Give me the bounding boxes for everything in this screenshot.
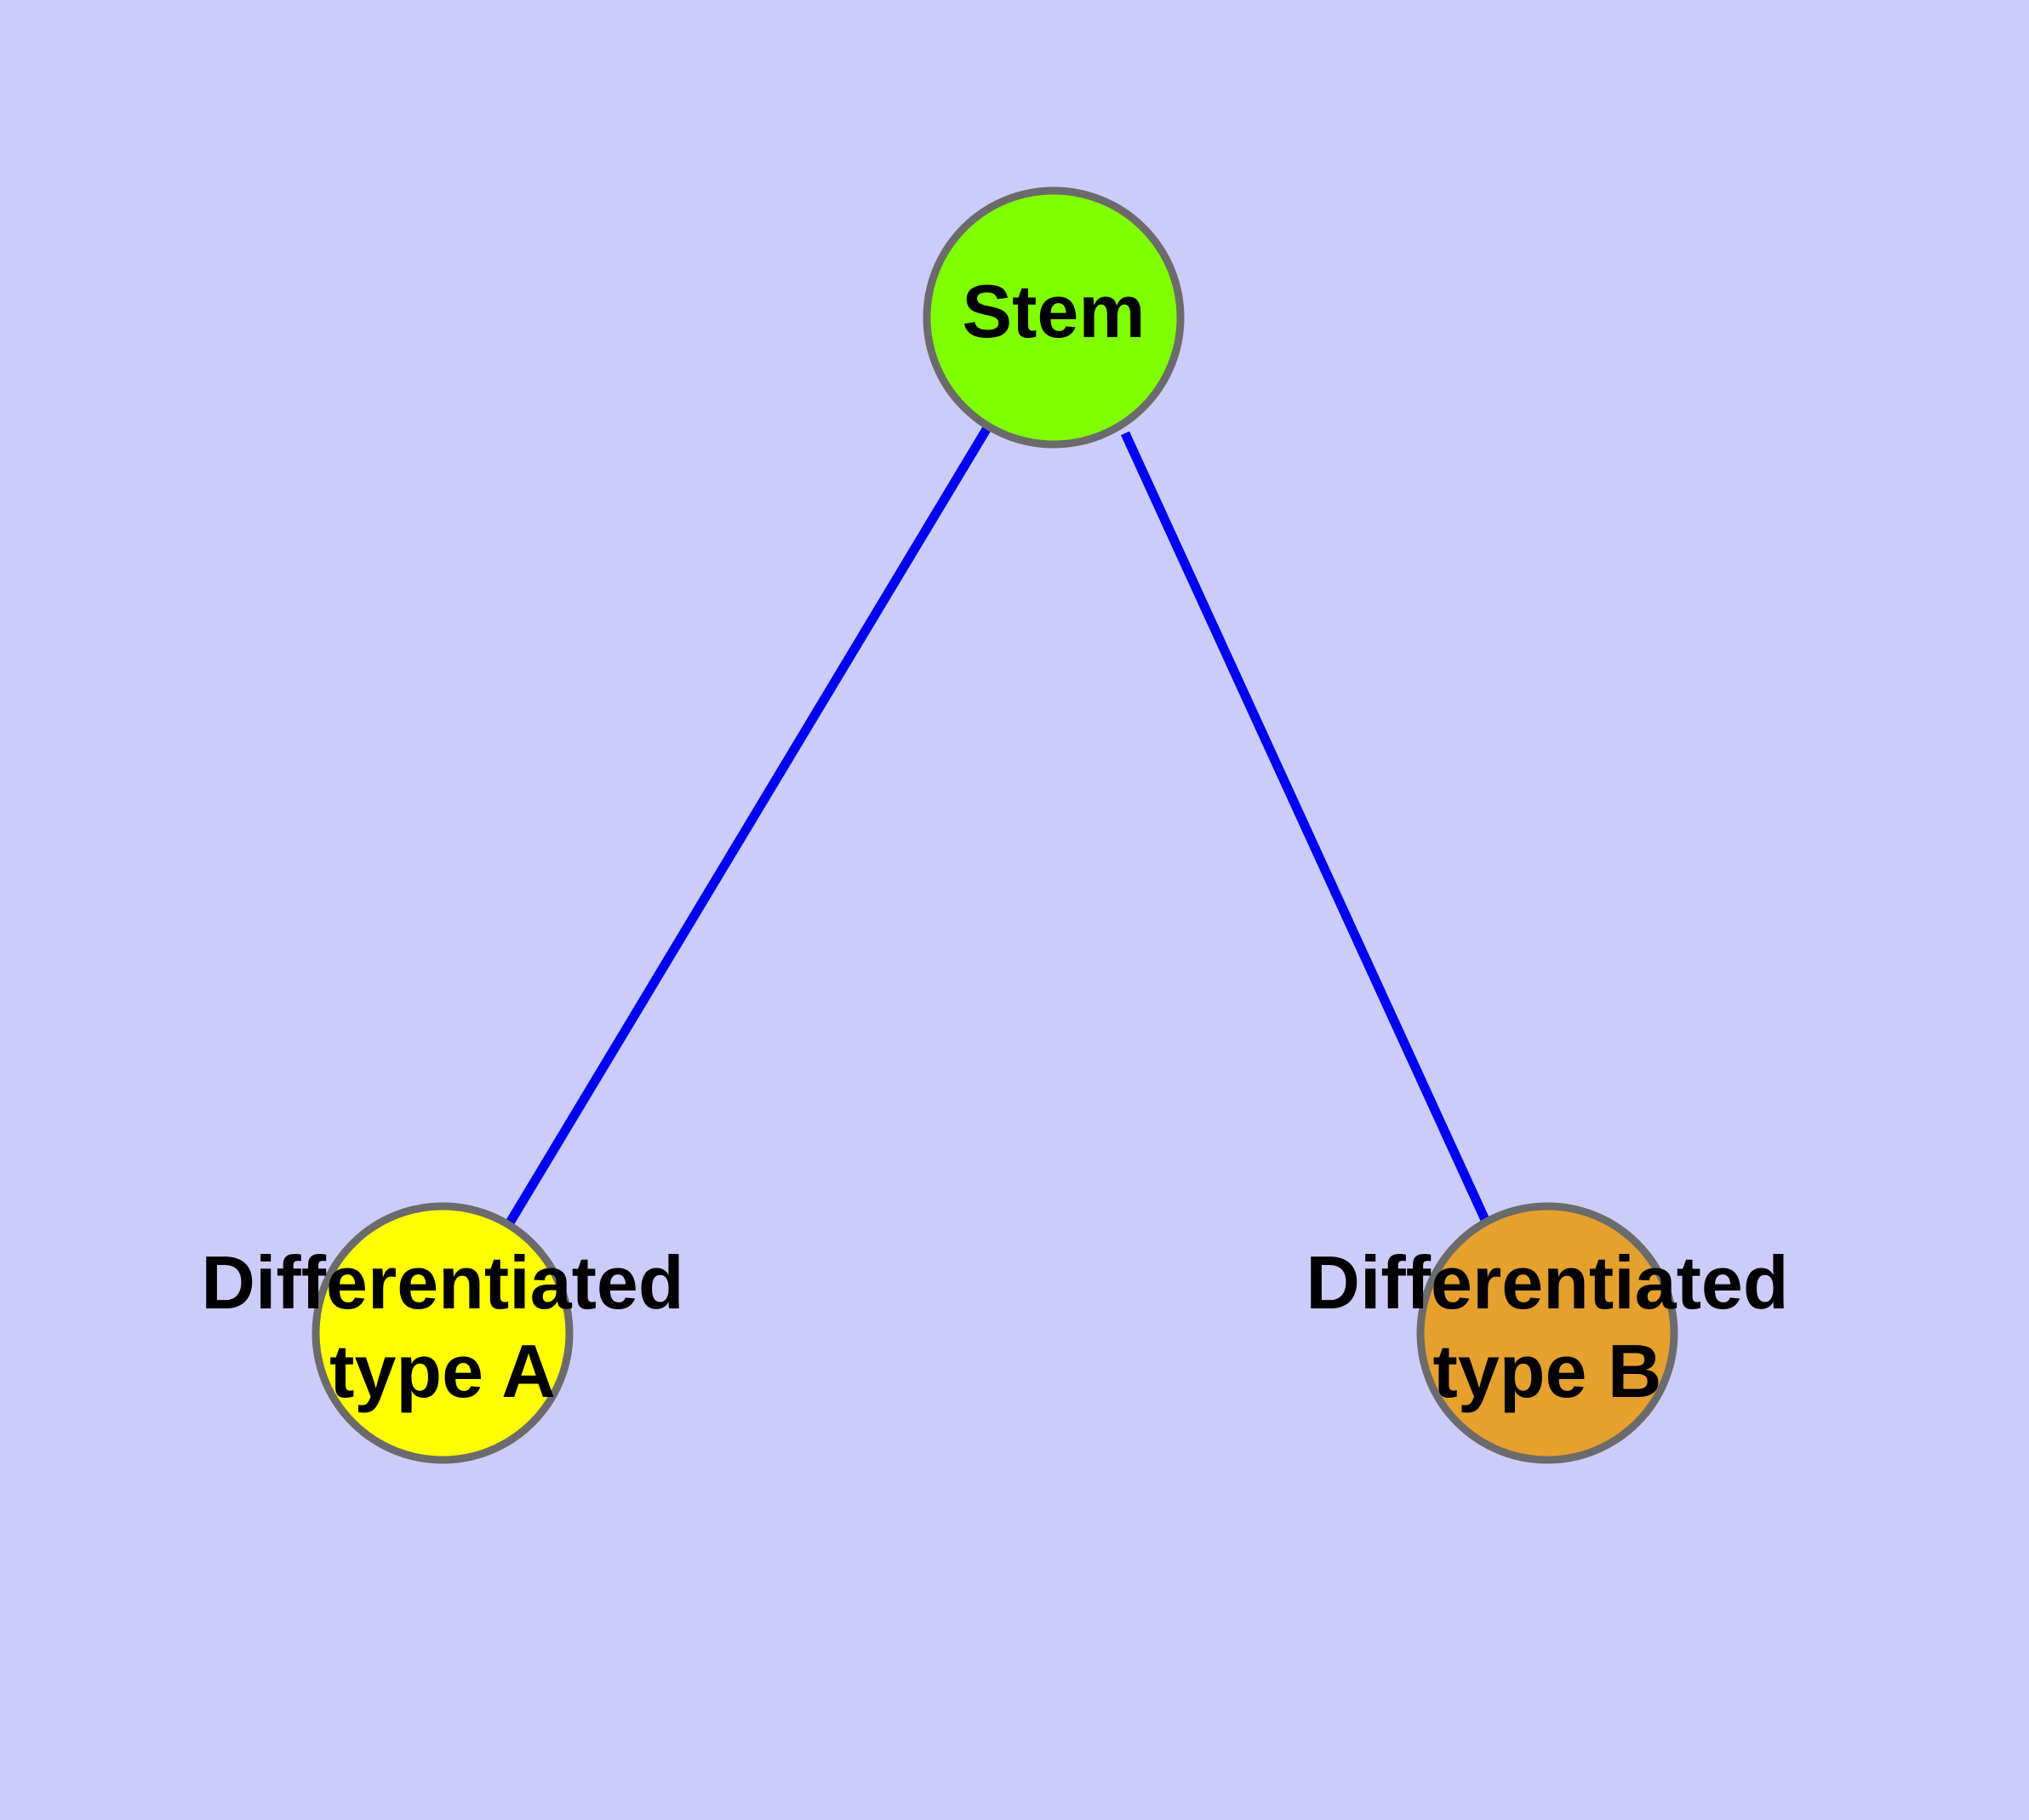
node-label-line: type B — [1433, 1329, 1662, 1413]
node-circle-diff-a[interactable] — [311, 1202, 574, 1464]
node-circle-stem[interactable] — [923, 186, 1185, 449]
edge-stem-to-diff-a[interactable] — [505, 424, 992, 1227]
node-label-line: Stem — [962, 269, 1145, 353]
edges-layer — [505, 424, 1490, 1227]
node-label-line: Differentiated — [1306, 1240, 1788, 1325]
node-circle-diff-b[interactable] — [1416, 1202, 1678, 1464]
node-stem[interactable]: Stem — [923, 186, 1185, 449]
node-label-stem: Stem — [962, 269, 1145, 353]
node-label-line: type A — [329, 1329, 556, 1413]
edge-stem-to-diff-b[interactable] — [1120, 431, 1490, 1222]
node-label-line: Differentiated — [201, 1240, 683, 1325]
